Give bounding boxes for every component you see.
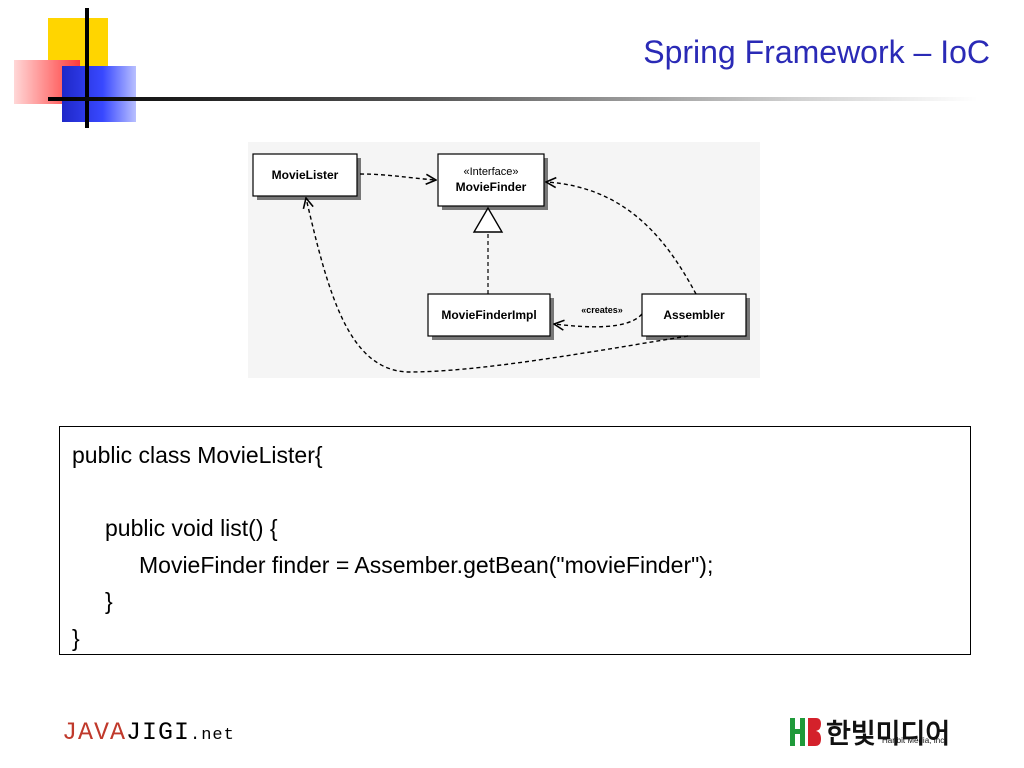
moviefinder-interface-box: «Interface» MovieFinder bbox=[437, 153, 548, 210]
code-line: public class MovieLister{ bbox=[72, 442, 323, 468]
blue-square-decoration bbox=[62, 66, 136, 122]
assembler-class-box: Assembler bbox=[641, 293, 750, 340]
movielister-label: MovieLister bbox=[272, 168, 339, 182]
code-line: MovieFinder finder = Assember.getBean("m… bbox=[139, 551, 714, 578]
creates-arrow bbox=[554, 313, 643, 327]
logo-net-text: .net bbox=[190, 726, 235, 745]
logo-jigi-text: JIGI bbox=[126, 718, 191, 747]
interface-stereotype-label: «Interface» bbox=[463, 166, 518, 178]
code-line bbox=[72, 474, 970, 511]
movielister-class-box: MovieLister bbox=[252, 153, 361, 200]
title-underline bbox=[48, 97, 978, 101]
moviefinder-label: MovieFinder bbox=[456, 180, 527, 194]
code-line: } bbox=[72, 624, 80, 651]
slide-title: Spring Framework – IoC bbox=[643, 34, 990, 70]
realization-triangle bbox=[472, 206, 504, 233]
code-line: } bbox=[105, 588, 113, 614]
hanbit-media-logo: 한빛미디어 Hanbit Media, Inc. bbox=[788, 712, 968, 752]
hanbit-mark-icon bbox=[790, 718, 821, 746]
assembler-to-lister-dependency-arrow bbox=[306, 198, 689, 373]
hanbit-english-wordmark: Hanbit Media, Inc. bbox=[882, 736, 947, 745]
hanbit-korean-wordmark: 한빛미디어 bbox=[826, 719, 951, 749]
code-line: public void list() { bbox=[105, 515, 278, 541]
moviefinderimpl-class-box: MovieFinderImpl bbox=[427, 293, 554, 340]
assembler-to-finder-dependency-arrow bbox=[546, 182, 697, 295]
moviefinderimpl-label: MovieFinderImpl bbox=[441, 308, 536, 322]
uml-diagram: MovieLister «Interface» MovieFinder Movi… bbox=[248, 142, 760, 378]
lister-to-finder-dependency-arrow bbox=[359, 173, 436, 180]
assembler-label: Assembler bbox=[663, 308, 725, 322]
creates-label-background bbox=[574, 303, 630, 315]
logo-java-text: JAVA bbox=[62, 718, 127, 747]
javajigi-logo: JAVAJIGI.net bbox=[62, 718, 235, 747]
vertical-rule bbox=[85, 8, 89, 128]
creates-label: «creates» bbox=[581, 305, 623, 315]
code-snippet-box: public class MovieLister{ public void li… bbox=[59, 426, 971, 655]
